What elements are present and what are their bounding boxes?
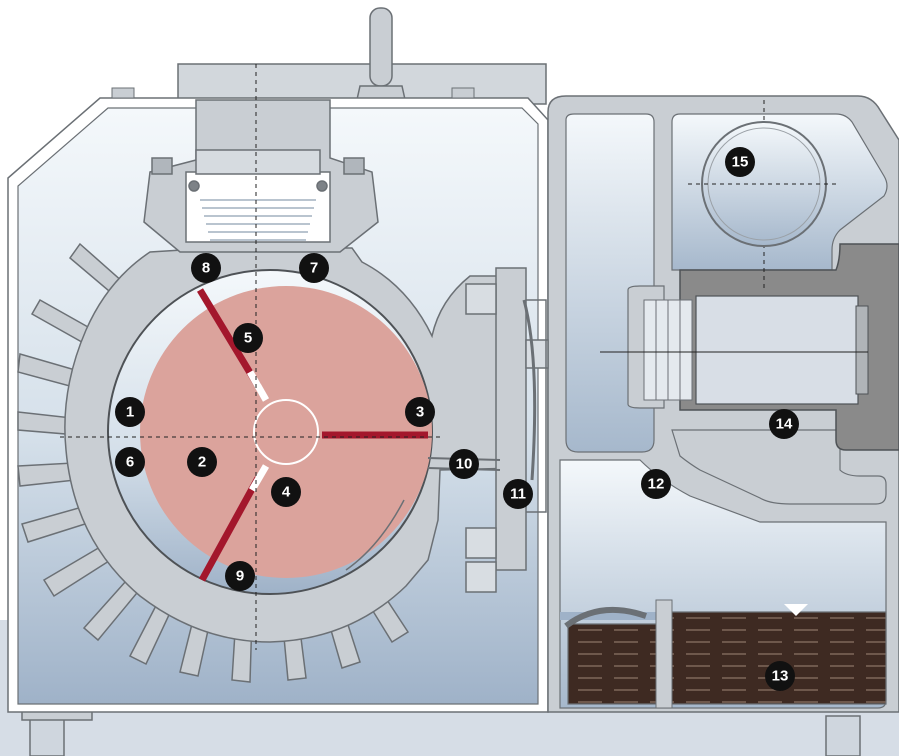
svg-text:5: 5	[244, 330, 252, 347]
svg-text:15: 15	[732, 154, 749, 171]
svg-text:1: 1	[126, 404, 134, 421]
svg-text:6: 6	[126, 454, 134, 471]
callout-11: 11	[503, 479, 533, 509]
svg-text:13: 13	[772, 668, 789, 685]
callout-2: 2	[187, 447, 217, 477]
svg-text:8: 8	[202, 260, 210, 277]
pump-chamber	[107, 269, 537, 595]
svg-text:2: 2	[198, 454, 206, 471]
center-lines	[60, 64, 440, 650]
svg-text:9: 9	[236, 568, 244, 585]
vane-lower	[198, 476, 262, 582]
callout-9: 9	[225, 561, 255, 591]
callout-1: 1	[115, 397, 145, 427]
callout-12: 12	[641, 469, 671, 499]
rotor	[140, 286, 432, 578]
callout-8: 8	[191, 253, 221, 283]
vane-upper	[197, 288, 261, 388]
svg-text:3: 3	[416, 404, 424, 421]
svg-text:14: 14	[776, 416, 793, 433]
callout-13: 13	[765, 661, 795, 691]
callout-4: 4	[271, 477, 301, 507]
svg-text:4: 4	[282, 484, 291, 501]
svg-text:12: 12	[648, 476, 665, 493]
callout-6: 6	[115, 447, 145, 477]
svg-text:11: 11	[510, 486, 526, 503]
callout-15: 15	[725, 147, 755, 177]
callout-7: 7	[299, 253, 329, 283]
rotor-vanes	[197, 288, 428, 582]
svg-text:10: 10	[456, 456, 473, 473]
callout-10: 10	[449, 449, 479, 479]
top-handle	[177, 7, 547, 105]
svg-text:7: 7	[310, 260, 318, 277]
callout-5: 5	[233, 323, 263, 353]
callout-14: 14	[769, 409, 799, 439]
drive-coupling	[600, 100, 899, 451]
rotor-shaft	[253, 399, 319, 465]
callout-3: 3	[405, 397, 435, 427]
oil-level-marker-icon	[784, 604, 808, 616]
